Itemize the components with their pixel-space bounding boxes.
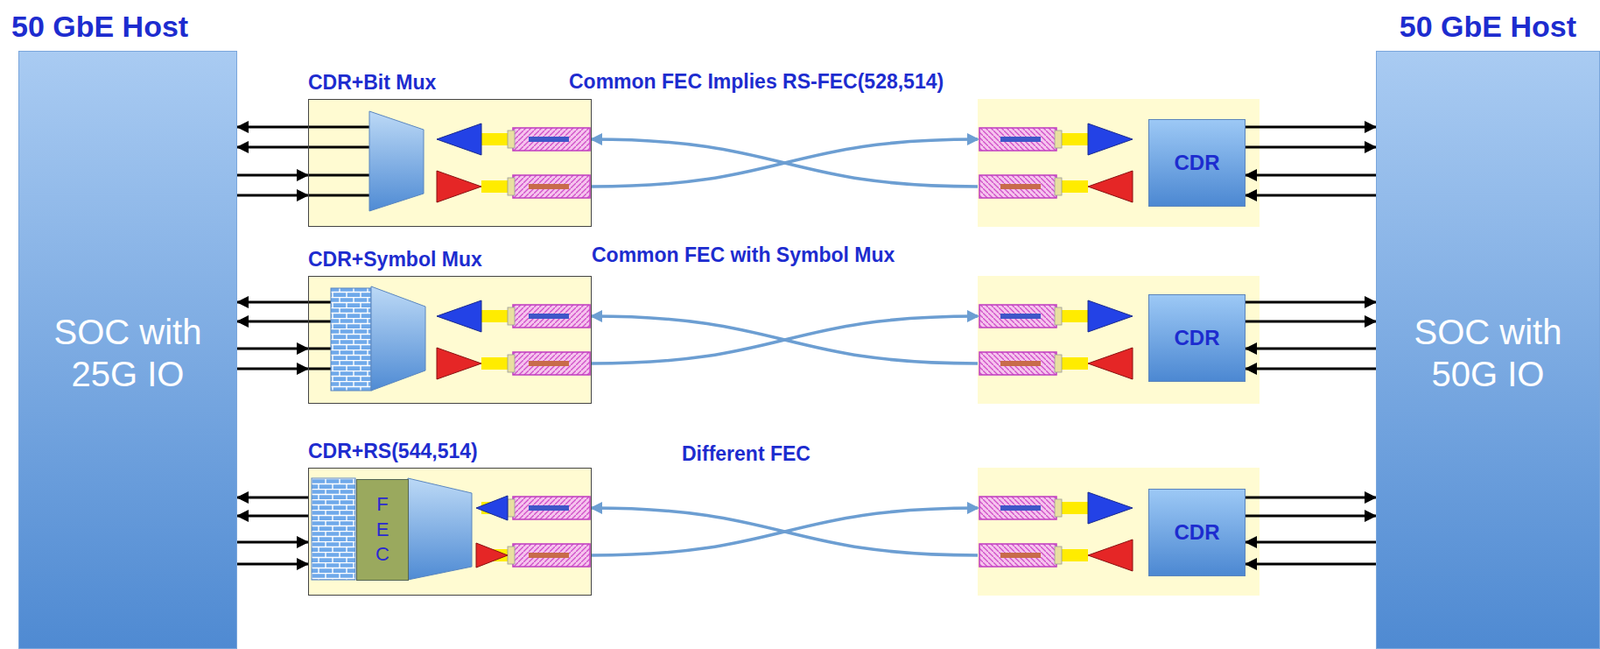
lane-connector bbox=[1245, 540, 1376, 544]
lane-connector bbox=[1245, 301, 1376, 304]
host-soc-label: SOC with 50G IO bbox=[1376, 310, 1600, 395]
module-title: CDR+Symbol Mux bbox=[308, 247, 483, 272]
module-title: CDR+RS(544,514) bbox=[308, 439, 478, 464]
host-soc-label: SOC with 25G IO bbox=[19, 310, 237, 395]
lane-connector bbox=[1245, 347, 1376, 351]
link-label: Common FEC Implies RS-FEC(528,514) bbox=[568, 70, 944, 94]
lane-connector bbox=[237, 347, 309, 351]
link-label: Common FEC with Symbol Mux bbox=[591, 243, 895, 267]
module-title: CDR+Bit Mux bbox=[308, 70, 436, 95]
lane-connector bbox=[1245, 146, 1376, 149]
optical-module: CDR+Bit Mux bbox=[308, 98, 592, 227]
optical-module: CDR+Symbol Mux bbox=[308, 275, 592, 404]
lane-connector bbox=[1245, 194, 1376, 197]
lane-connector bbox=[237, 146, 309, 149]
cdr-label: CDR bbox=[1174, 150, 1221, 176]
host-soc-bar: 50 GbE HostSOC with 50G IO bbox=[1375, 50, 1600, 649]
lane-connector bbox=[237, 174, 309, 177]
lane-connector bbox=[237, 367, 309, 371]
lane-connector bbox=[237, 540, 309, 544]
lane-connector bbox=[1245, 562, 1376, 566]
host-soc-bar: 50 GbE HostSOC with 25G IO bbox=[18, 50, 238, 649]
host-title: 50 GbE Host bbox=[1399, 9, 1577, 44]
link-label: Different FEC bbox=[681, 442, 811, 466]
lane-connector bbox=[237, 514, 309, 518]
lane-connector bbox=[1245, 126, 1376, 129]
lane-connector bbox=[1245, 174, 1376, 177]
cdr-label: CDR bbox=[1174, 519, 1221, 545]
lane-connector bbox=[237, 320, 309, 323]
lane-connector bbox=[1245, 514, 1376, 518]
fec-label: F E C bbox=[372, 491, 393, 568]
cdr-block: CDR bbox=[1148, 488, 1246, 576]
lane-connector bbox=[237, 194, 309, 197]
lane-connector bbox=[237, 126, 309, 129]
lane-connector bbox=[237, 301, 309, 304]
host-title: 50 GbE Host bbox=[11, 9, 189, 44]
cdr-block: CDR bbox=[1148, 294, 1246, 382]
fec-block: F E C bbox=[356, 478, 409, 581]
lane-connector bbox=[1245, 320, 1376, 323]
cdr-label: CDR bbox=[1174, 325, 1221, 351]
lane-connector bbox=[1245, 367, 1376, 371]
lane-connector bbox=[1245, 496, 1376, 499]
lane-connector bbox=[237, 496, 309, 499]
optical-module: CDR+RS(544,514)F E C bbox=[308, 467, 592, 596]
cdr-block: CDR bbox=[1148, 119, 1246, 207]
lane-connector bbox=[237, 562, 309, 566]
